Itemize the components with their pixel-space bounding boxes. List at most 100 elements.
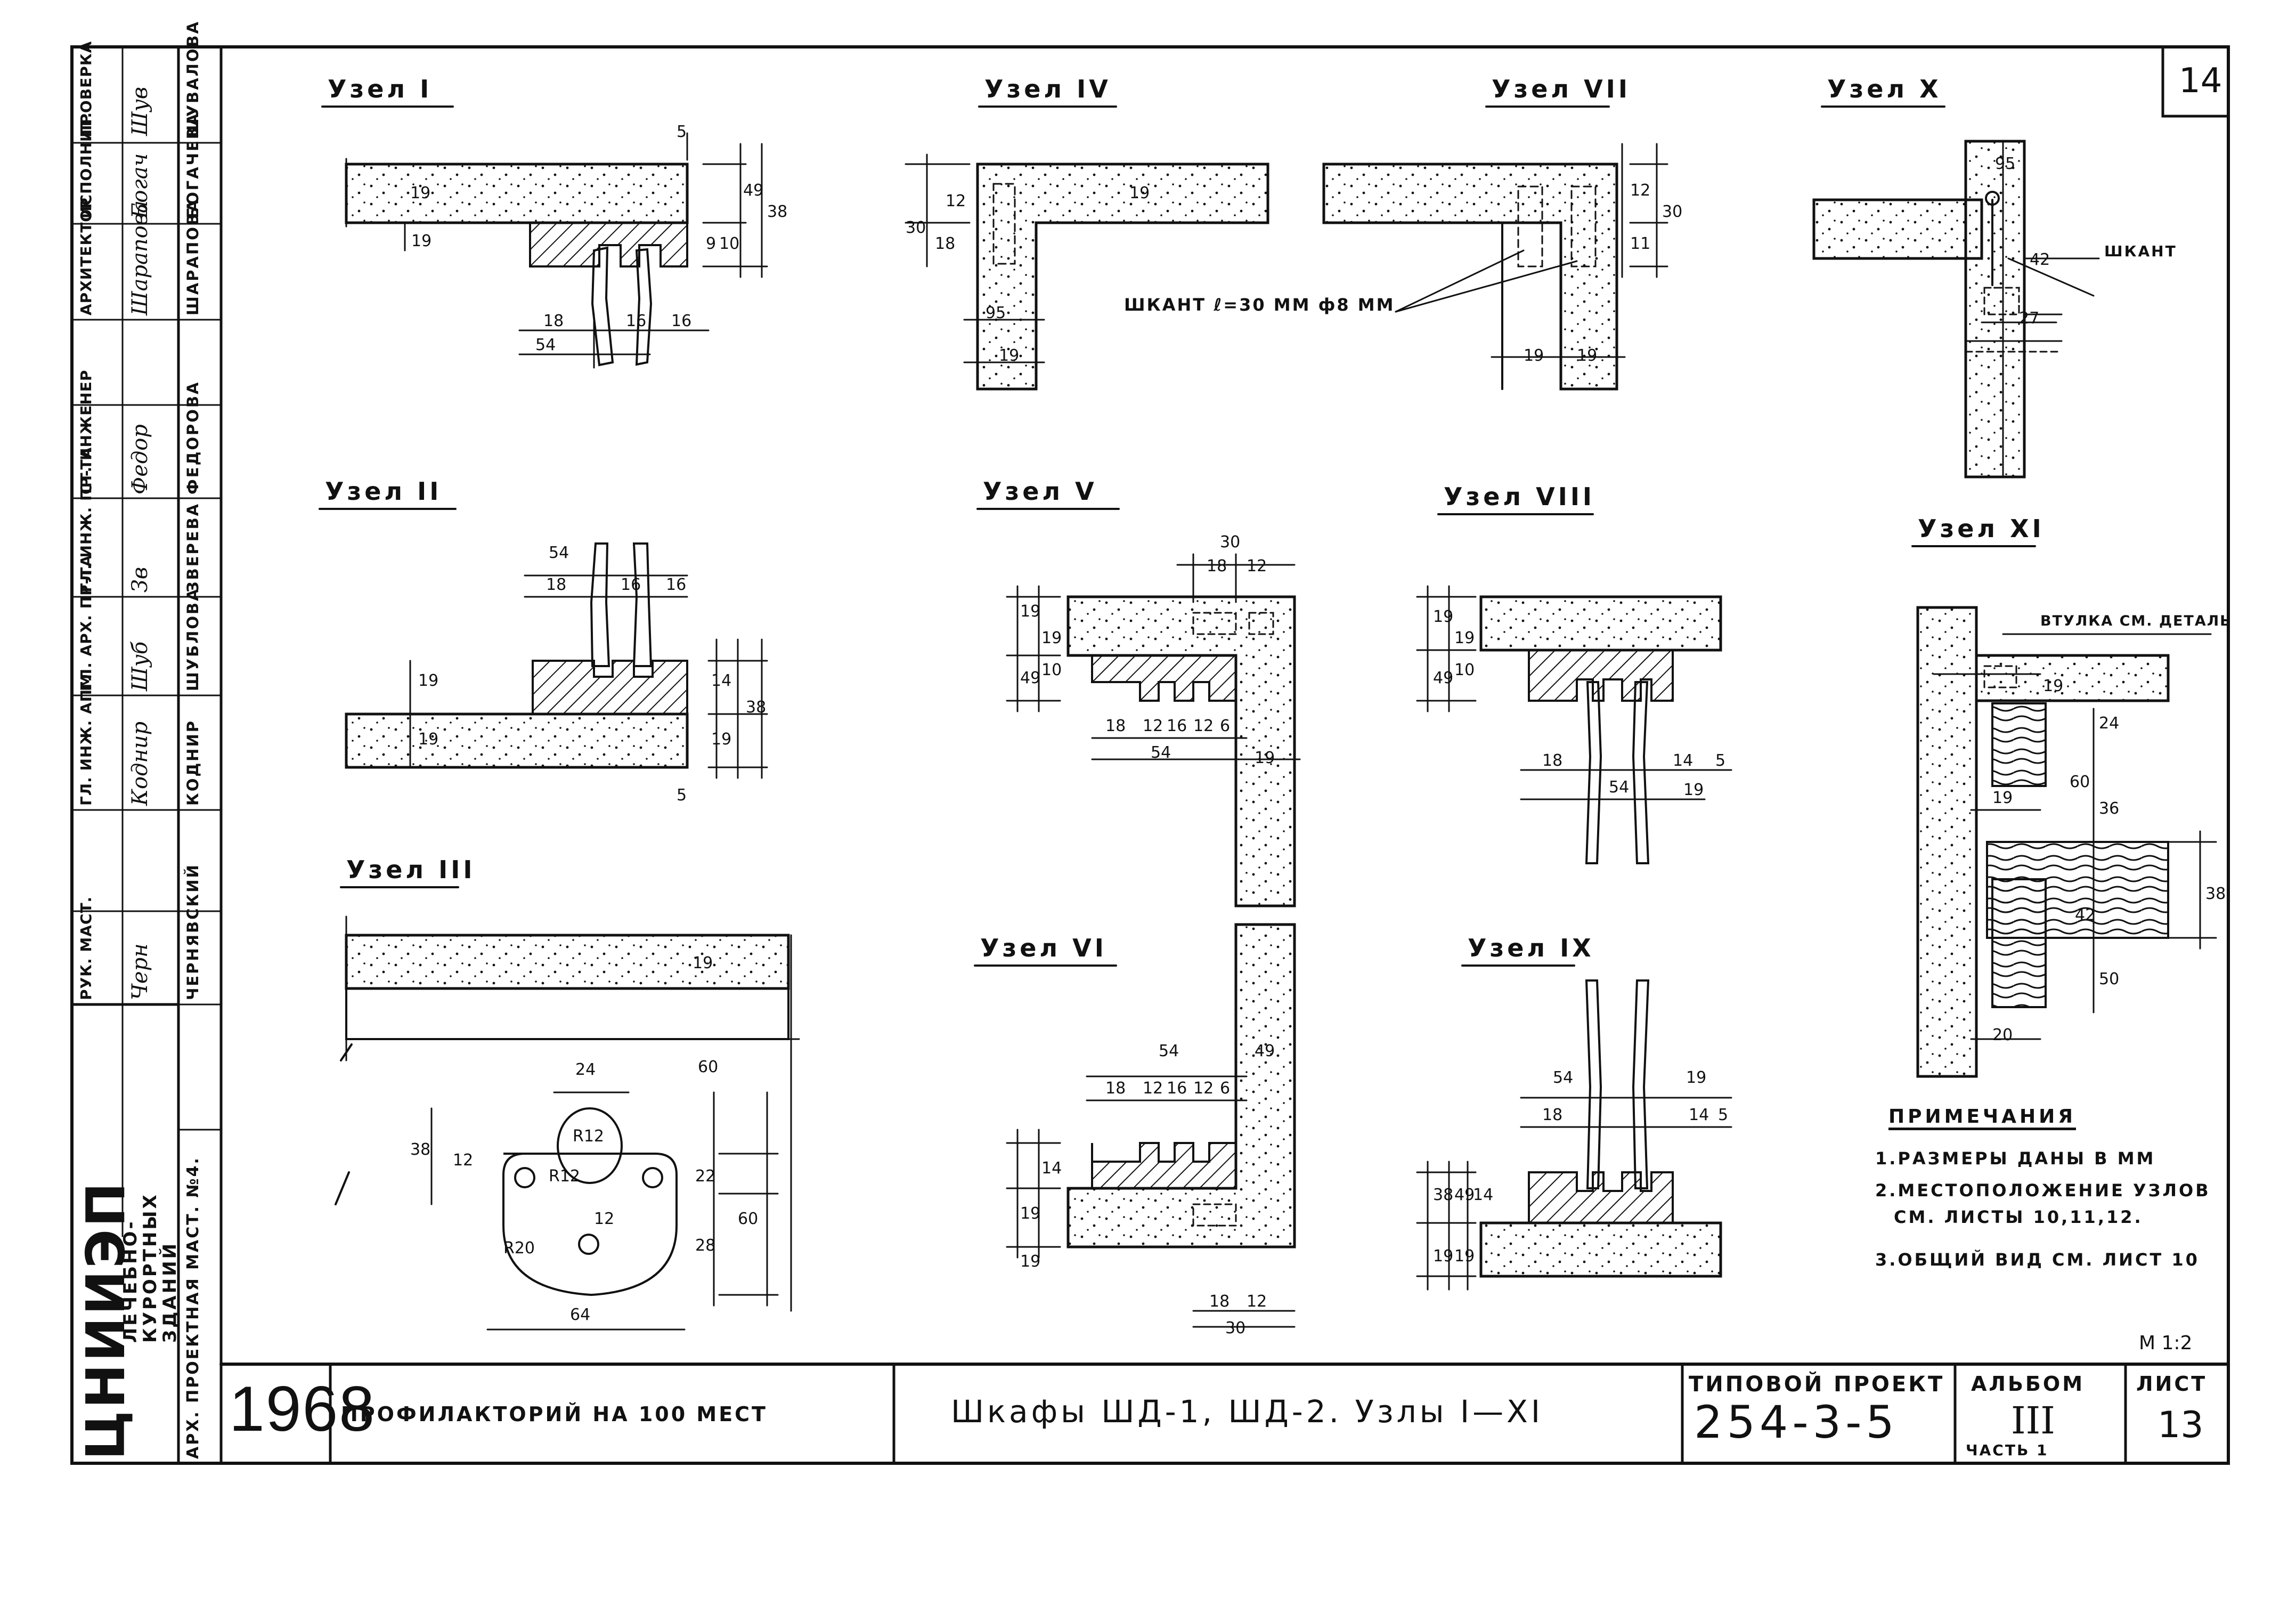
sig-name-6: ШУБЛОВА <box>184 587 202 691</box>
dim: 11 <box>1630 234 1651 253</box>
dim: 95 <box>986 304 1006 322</box>
dim: 54 <box>1553 1068 1574 1087</box>
dim: 6 <box>1220 1079 1231 1098</box>
sig-mark-3: Шарапова <box>128 200 152 315</box>
dim: 54 <box>1159 1042 1179 1060</box>
sig-role-6: ГЛ. АРХ. ПР-ТА <box>77 555 95 691</box>
dim: 10 <box>1454 661 1475 679</box>
dim: 60 <box>2070 773 2090 791</box>
sig-name-7: КОДНИР <box>184 719 202 806</box>
dim: 64 <box>570 1306 591 1324</box>
dim: 49 <box>1020 669 1041 687</box>
note-1: 1.РАЗМЕРЫ ДАНЫ В ММ <box>1875 1148 2156 1169</box>
dim: 19 <box>1020 1252 1041 1271</box>
stamp-org-sub-2: КУРОРТНЫХ <box>140 1193 161 1343</box>
dim: 30 <box>1220 533 1241 552</box>
node-title-3: Узел III <box>346 855 476 884</box>
stamp-album-label: АЛЬБОМ <box>1971 1372 2085 1396</box>
dim: 18 <box>1105 717 1126 735</box>
dim: 19 <box>1020 602 1041 621</box>
dim: 19 <box>1524 346 1544 365</box>
dim: R12 <box>573 1127 605 1146</box>
dim: 16 <box>626 312 647 330</box>
stamp-sheet-label: ЛИСТ <box>2136 1372 2208 1396</box>
dim: 19 <box>1433 607 1454 626</box>
dim: 12 <box>1193 717 1214 735</box>
sig-mark-7: Коднир <box>128 721 152 806</box>
stamp-org-sub-3: ЗДАНИЙ <box>159 1241 181 1343</box>
dim: 19 <box>1255 749 1275 767</box>
dim: 19 <box>711 730 732 749</box>
bushing-callout: ВТУЛКА СМ. ДЕТАЛЬ <box>2040 613 2232 629</box>
node-title-2: Узел II <box>325 477 442 506</box>
dim: 19 <box>1992 789 2013 807</box>
dim: 49 <box>1255 1042 1275 1060</box>
sig-role-3: АРХИТЕКТОР <box>77 197 95 315</box>
dim: 19 <box>411 232 432 250</box>
dim: 42 <box>2030 250 2050 269</box>
stamp-album-value: III <box>2011 1399 2055 1442</box>
dim: 9 <box>706 234 717 253</box>
node-title-10: Узел X <box>1827 75 1942 103</box>
dim: 30 <box>1225 1319 1246 1338</box>
dim: 50 <box>2099 970 2120 988</box>
dim: R12 <box>549 1167 581 1186</box>
dim: 54 <box>549 544 569 562</box>
dim: 24 <box>575 1060 596 1079</box>
dim: 18 <box>543 312 564 330</box>
dim: 19 <box>418 671 439 690</box>
node-title-9: Узел IX <box>1468 934 1594 962</box>
dim: 28 <box>695 1236 716 1255</box>
stamp-sheet-value: 13 <box>2157 1404 2204 1446</box>
dim: 19 <box>1686 1068 1707 1087</box>
dim: 54 <box>535 336 556 354</box>
node-title-5: Узел V <box>983 477 1097 506</box>
dim: 18 <box>935 234 956 253</box>
sig-mark-1: Шув <box>128 86 152 136</box>
dim: 19 <box>1041 629 1062 647</box>
dim: 14 <box>1473 1186 1494 1204</box>
dim: 19 <box>1454 629 1475 647</box>
sig-mark-5: Зв <box>128 566 152 593</box>
dim: 19 <box>410 184 431 202</box>
dim: 18 <box>1542 1106 1563 1124</box>
dim: 38 <box>410 1140 431 1159</box>
dim: 12 <box>1143 717 1163 735</box>
dim: 12 <box>1630 181 1651 200</box>
stamp-year: 1968 <box>229 1373 376 1445</box>
dim: 18 <box>1209 1292 1230 1311</box>
dim: 19 <box>1577 346 1598 365</box>
dim: R20 <box>503 1239 535 1258</box>
sheet-corner-number: 14 <box>2179 61 2222 101</box>
dim: 16 <box>671 312 692 330</box>
dim: 12 <box>453 1151 474 1170</box>
dim: 95 <box>1995 155 2016 173</box>
dim: 54 <box>1151 743 1171 762</box>
dim: 16 <box>621 575 641 594</box>
dim: 12 <box>1247 1292 1267 1311</box>
dowel-callout-long: ШКАНТ ℓ=30 ММ ф8 ММ <box>1124 295 1395 315</box>
dim: 60 <box>698 1058 719 1076</box>
stamp-drawing-title: Шкафы ШД-1, ШД-2. Узлы I—XI <box>951 1393 1543 1430</box>
note-2: 2.МЕСТОПОЛОЖЕНИЕ УЗЛОВ <box>1875 1180 2211 1201</box>
dim: 18 <box>1105 1079 1126 1098</box>
dim: 12 <box>1247 557 1267 575</box>
dim: 38 <box>1433 1186 1454 1204</box>
dim: 49 <box>743 181 764 200</box>
sig-role-8: РУК. МАСТ. <box>77 896 95 1000</box>
dim: 5 <box>677 123 687 141</box>
node-title-11: Узел XI <box>1918 514 2045 543</box>
stamp-workshop: АРХ. ПРОЕКТНАЯ МАСТ. №4. <box>184 1156 202 1459</box>
dim: 42 <box>2075 906 2096 925</box>
sig-mark-6: Шуб <box>128 641 152 691</box>
sig-name-8: ЧЕРНЯВСКИЙ <box>184 863 202 1000</box>
sig-name-4: ФЕДОРОВА <box>184 380 202 495</box>
dim: 14 <box>1673 751 1693 770</box>
dim: 12 <box>1193 1079 1214 1098</box>
notes-heading: ПРИМЕЧАНИЯ <box>1888 1106 2076 1128</box>
stamp-type-project-label: ТИПОВОЙ ПРОЕКТ <box>1689 1372 1945 1397</box>
sig-name-3: ШАРАПОВА <box>184 198 202 315</box>
dim: 54 <box>1609 778 1630 797</box>
dim: 30 <box>906 218 926 237</box>
